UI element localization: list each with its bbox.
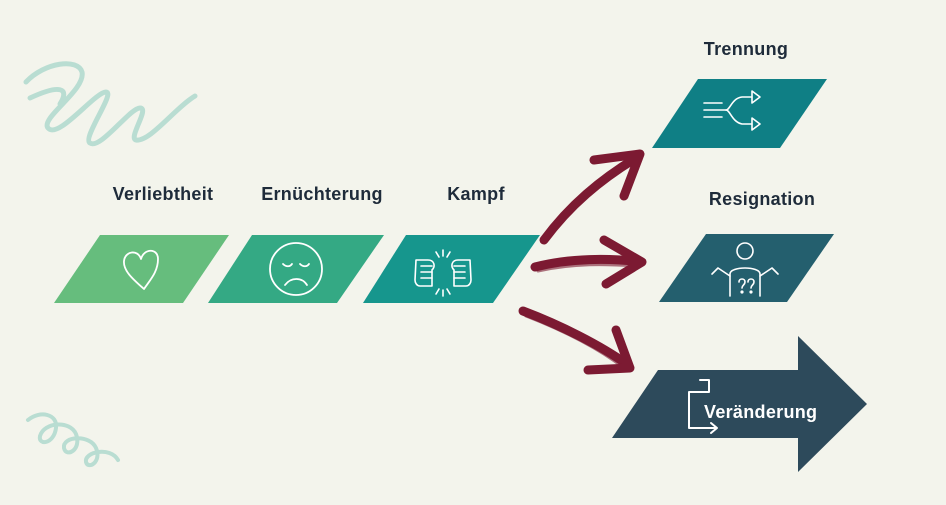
outcome-trennung [652,79,827,148]
outcome-label-trennung: Trennung [703,39,789,59]
split-arrows-icon [703,90,761,131]
stage-verliebtheit-shape [54,235,229,303]
sad-face-icon [269,242,323,296]
stage-kampf [363,235,540,303]
outcome-veraenderung [612,336,867,472]
stage-label-verliebtheit: Verliebtheit [112,184,214,204]
stage-verliebtheit [54,235,229,303]
outcome-veraenderung-shape [612,336,867,472]
stage-ernuechterung-shape [208,235,384,303]
turn-arrow-icon [688,379,718,434]
stage-label-kampf: Kampf [447,184,505,204]
heart-icon [123,249,159,290]
outcome-label-resignation: Resignation [708,189,816,209]
shrugging-person-icon [711,242,779,297]
outcome-label-veraenderung: Veränderung [704,402,818,422]
arrow-to-trennung [539,149,645,245]
fist-bump-icon [414,249,472,297]
outcome-resignation [659,234,834,302]
scribble-decoration-bottom [26,412,120,468]
stage-label-ernuechterung: Ernüchterung [261,184,383,204]
arrow-to-resignation [530,235,647,289]
arrow-to-veraenderung [518,306,635,375]
scribble-decoration-top [23,61,198,147]
stage-ernuechterung [208,235,384,303]
outcome-trennung-shape [652,79,827,148]
stage-kampf-shape [363,235,540,303]
